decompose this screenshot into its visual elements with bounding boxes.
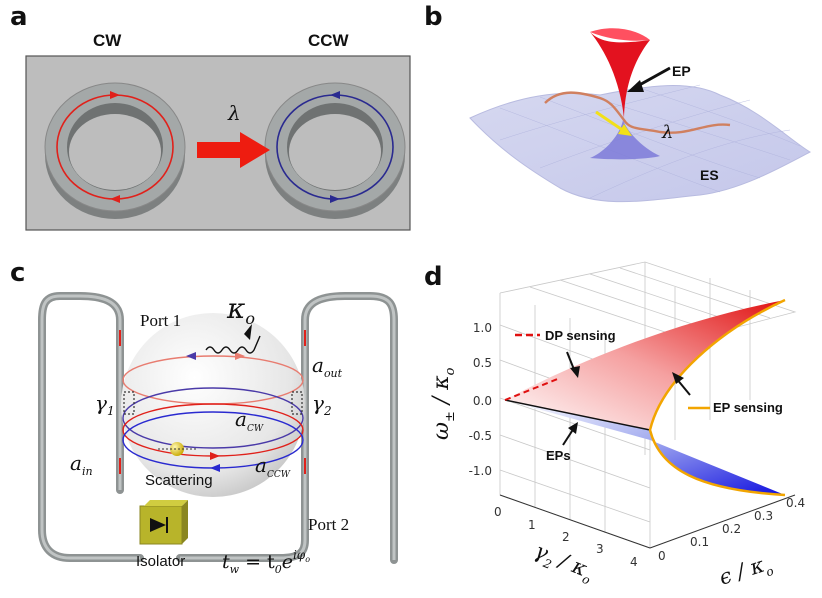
loss-wave — [205, 335, 261, 354]
eps-tick: 0 — [658, 549, 666, 563]
y-tick: -0.5 — [469, 429, 492, 443]
gamma-tick: 3 — [596, 542, 604, 556]
ccw-arrow-bottom — [330, 195, 340, 203]
eps-tick-labels: 0 0.1 0.2 0.3 0.4 — [658, 496, 805, 563]
eps-label: EPs — [546, 448, 571, 463]
ccw-label: CCW — [308, 31, 350, 50]
upper-cone — [590, 32, 650, 118]
upper-branch-surface — [505, 300, 785, 430]
panel-a — [25, 55, 411, 231]
gamma-axis — [499, 494, 651, 549]
y-axis-label: ω± / κo — [429, 367, 458, 440]
gamma-tick-labels: 0 1 2 3 4 — [494, 505, 638, 569]
port1-label: Port 1 — [140, 311, 181, 330]
isolator-label: Isolator — [136, 553, 185, 570]
cw-arrow-bottom — [110, 195, 120, 203]
panel-d — [499, 261, 797, 549]
purple-orbit — [122, 387, 304, 449]
panel-b-letter: b — [424, 2, 443, 32]
panel-c — [38, 292, 398, 564]
a-cw-label: aCW — [235, 407, 264, 434]
panel-b — [469, 28, 812, 203]
gamma-tick: 4 — [630, 555, 638, 569]
y-tick: 0.0 — [473, 394, 492, 408]
gamma-tick: 1 — [528, 518, 536, 532]
cw-arrow-top — [110, 91, 120, 99]
eps-axis-label: ϵ / κo — [716, 550, 775, 593]
a-out-label: aout — [312, 353, 343, 380]
panel-d-letter: d — [424, 262, 443, 292]
eps-tick: 0.2 — [722, 522, 741, 536]
ring-cw — [44, 82, 186, 219]
yellow-arrow — [595, 110, 625, 133]
panel-a-lambda: λ — [227, 101, 241, 125]
a-in-label: ain — [70, 451, 93, 478]
gamma2-label: γ2 — [312, 391, 332, 418]
y-tick: -1.0 — [469, 464, 492, 478]
eps-tick: 0.3 — [754, 509, 773, 523]
lambda-arrow — [197, 132, 270, 168]
dp-sensing-label: DP sensing — [545, 328, 616, 343]
diode-icon — [150, 518, 166, 532]
lambda-path — [544, 91, 731, 134]
gamma-tick: 0 — [494, 505, 502, 519]
ep-sensing-curve — [648, 298, 786, 497]
ep-sensing-label: EP sensing — [713, 400, 783, 415]
panel-c-letter: c — [10, 258, 26, 288]
panel-b-lambda: λ — [661, 122, 673, 143]
ring-ccw — [264, 82, 406, 219]
scattering-label: Scattering — [145, 472, 213, 489]
y-tick: 1.0 — [473, 321, 492, 335]
gamma-axis-label: γ2 / κo — [530, 538, 598, 587]
eps-axis — [649, 494, 796, 549]
gamma1-label: γ1 — [95, 391, 115, 418]
cw-label: CW — [93, 31, 122, 50]
lower-cone — [590, 120, 660, 160]
es-label: ES — [700, 167, 719, 183]
tw-formula: tw = t0eiφo — [222, 548, 310, 576]
eps-tick: 0.4 — [786, 496, 805, 510]
eps-tick: 0.1 — [690, 535, 709, 549]
lower-branch-surface — [505, 400, 785, 495]
ep-line — [504, 399, 651, 431]
ep-label: EP — [672, 63, 691, 79]
panel-a-letter: a — [10, 2, 28, 32]
port2-label: Port 2 — [308, 515, 349, 534]
scatterer-ball — [170, 442, 184, 456]
y-tick-labels: 1.0 0.5 0.0 -0.5 -1.0 — [469, 321, 492, 478]
gamma-tick: 2 — [562, 530, 570, 544]
ccw-arrow-top — [330, 91, 340, 99]
kappa-label: κo — [226, 292, 255, 328]
a-ccw-label: aCCW — [255, 453, 291, 480]
y-tick: 0.5 — [473, 356, 492, 370]
